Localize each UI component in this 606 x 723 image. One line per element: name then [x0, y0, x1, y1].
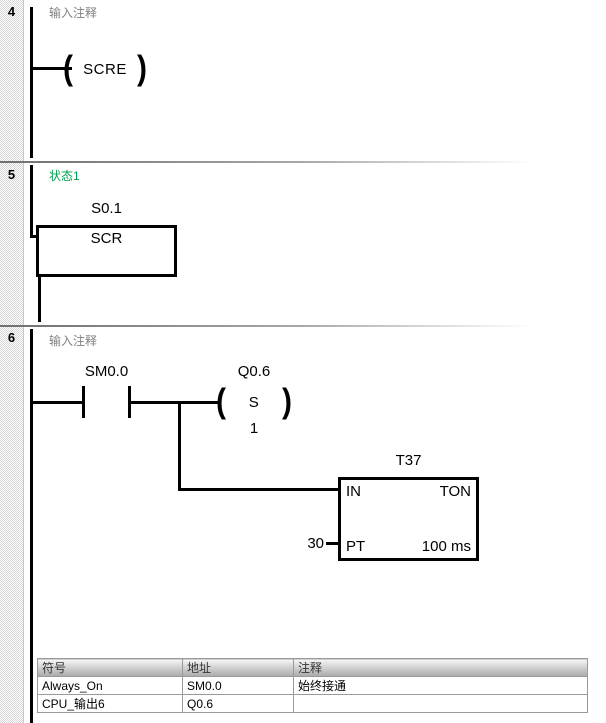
timer-type-label: TON	[439, 483, 471, 500]
coil-right-paren-icon: )	[282, 382, 292, 421]
timer-in-label: IN	[346, 483, 361, 500]
coil-left-paren-icon: (	[216, 382, 226, 421]
network-6-comment[interactable]: 输入注释	[49, 334, 98, 348]
network-separator	[0, 325, 606, 327]
network-6-number[interactable]: 6	[7, 330, 16, 345]
timer-pt-label: PT	[346, 538, 366, 555]
address-cell[interactable]: SM0.0	[182, 676, 294, 695]
contact-operand-label[interactable]: SM0.0	[84, 363, 129, 380]
symbol-table-header-row: 符号 地址 注释	[37, 658, 588, 677]
branch-wire	[178, 401, 181, 491]
network-4-comment[interactable]: 输入注释	[49, 6, 98, 20]
network-separator	[0, 161, 606, 163]
wire	[32, 67, 72, 70]
contact-left-bar[interactable]	[82, 386, 85, 418]
table-row: CPU_输出6 Q0.6	[37, 694, 588, 713]
timer-box[interactable]: IN TON PT 100 ms	[338, 477, 479, 561]
set-coil-operand-label[interactable]: Q0.6	[237, 363, 271, 380]
wire	[131, 401, 220, 404]
scr-box[interactable]: SCR	[36, 225, 177, 277]
timer-operand-label[interactable]: T37	[395, 452, 422, 469]
coil-left-paren-icon: (	[63, 49, 73, 88]
coil-right-paren-icon: )	[137, 49, 147, 88]
table-row: Always_On SM0.0 始终接通	[37, 676, 588, 695]
network-4-number[interactable]: 4	[7, 4, 16, 19]
power-rail	[38, 274, 41, 322]
power-rail	[30, 165, 33, 238]
comment-cell[interactable]	[293, 694, 588, 713]
scre-coil[interactable]: ( SCRE )	[63, 49, 147, 88]
scr-box-label: SCR	[90, 230, 123, 247]
symbol-header: 符号	[37, 658, 183, 677]
address-cell[interactable]: Q0.6	[182, 694, 294, 713]
timer-timebase-label: 100 ms	[421, 538, 471, 555]
comment-cell[interactable]: 始终接通	[293, 676, 588, 695]
comment-header: 注释	[293, 658, 588, 677]
address-header: 地址	[182, 658, 294, 677]
power-rail	[30, 7, 33, 158]
wire	[326, 542, 338, 545]
set-coil-count[interactable]: 1	[249, 420, 259, 437]
set-coil-label: S	[248, 393, 260, 411]
symbol-table: 符号 地址 注释 Always_On SM0.0 始终接通 CPU_输出6 Q0…	[37, 658, 588, 713]
wire	[178, 488, 338, 491]
network-5-number[interactable]: 5	[7, 167, 16, 182]
set-coil[interactable]: ( S )	[216, 382, 292, 421]
wire	[30, 235, 38, 238]
coil-label: SCRE	[83, 60, 127, 78]
symbol-cell[interactable]: CPU_输出6	[37, 694, 183, 713]
wire	[32, 401, 83, 404]
timer-pt-value[interactable]: 30	[307, 535, 324, 552]
scr-operand-label[interactable]: S0.1	[91, 200, 122, 217]
network-5-comment[interactable]: 状态1	[49, 169, 80, 183]
power-rail	[30, 329, 33, 723]
contact-right-bar[interactable]	[128, 386, 131, 418]
symbol-cell[interactable]: Always_On	[37, 676, 183, 695]
network-number-gutter	[0, 0, 24, 723]
